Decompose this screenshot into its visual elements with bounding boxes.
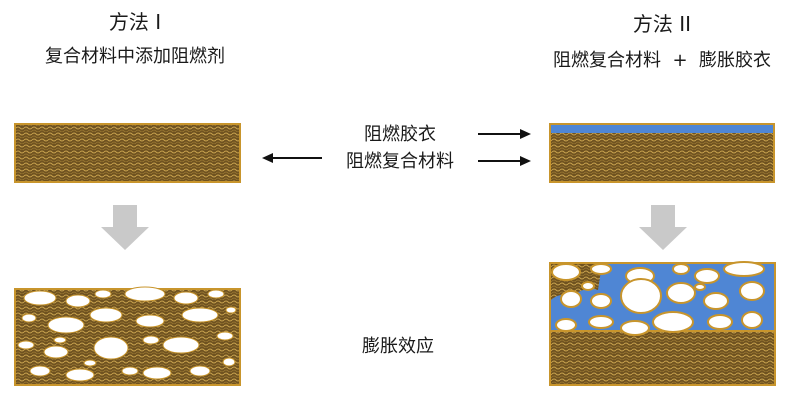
method1-expanded-panel (14, 286, 241, 386)
arrow-head (520, 129, 531, 139)
arrow-head (520, 156, 531, 166)
bubble (590, 263, 612, 275)
down-arrow-method1 (101, 205, 149, 250)
bubble (89, 307, 123, 323)
bubble (189, 365, 211, 377)
bubble (83, 359, 97, 367)
bubble (707, 314, 733, 330)
bubble (207, 289, 225, 299)
method2-expanded-panel (549, 261, 776, 386)
method1-composite-panel (14, 123, 241, 183)
down-arrow-shaft (651, 205, 675, 227)
arrow-right-composite (478, 156, 531, 166)
intumescent-effect-label: 膨胀效应 (362, 336, 434, 357)
bubble (672, 263, 690, 275)
method1-title: 方法 I (109, 10, 161, 34)
bubble (620, 320, 650, 336)
bubble (560, 290, 582, 308)
method2-title: 方法 II (633, 12, 691, 36)
method2-expanded-composite (549, 329, 776, 386)
bubble (551, 263, 581, 281)
bubble (588, 315, 614, 329)
bubble (694, 268, 720, 284)
bubble (741, 311, 763, 329)
bubble (17, 340, 35, 350)
bubble (225, 306, 237, 314)
arrow-right-gelcoat (478, 129, 531, 139)
bubble (142, 335, 160, 345)
bubble (135, 314, 165, 328)
bubble (65, 294, 91, 308)
bubble (142, 366, 172, 380)
method2-bubbles (551, 261, 765, 336)
method2-composite-panel (549, 123, 775, 183)
bubble (620, 278, 662, 314)
bubble (216, 331, 234, 341)
method2-subtitle: 阻燃复合材料 + 膨胀胶衣 (553, 50, 771, 71)
bubble (590, 293, 612, 309)
bubble (173, 291, 199, 305)
arrow-head (262, 153, 273, 163)
down-arrow-head (101, 227, 149, 250)
bubble (703, 292, 729, 310)
bubble (124, 286, 166, 302)
bubble (222, 357, 236, 367)
bubble (162, 336, 200, 354)
down-arrow-method2 (639, 205, 687, 250)
method2-gelcoat-layer (551, 125, 773, 133)
bubble (65, 368, 95, 382)
bubble (181, 307, 219, 323)
composite-label: 阻燃复合材料 (346, 151, 454, 172)
bubble (47, 316, 85, 334)
bubble (739, 281, 765, 301)
down-arrow-shaft (113, 205, 137, 227)
bubble (94, 289, 112, 299)
bubble (581, 281, 595, 291)
arrow-left-to-method1 (262, 153, 322, 163)
bubble (53, 336, 67, 344)
bubble (23, 290, 57, 306)
method2-panel (549, 123, 775, 183)
down-arrow-head (639, 227, 687, 250)
bubble (21, 313, 37, 323)
bubble (652, 311, 694, 333)
bubble (29, 365, 51, 377)
gelcoat-label: 阻燃胶衣 (364, 124, 436, 145)
bubble (666, 282, 696, 304)
bubble (723, 261, 765, 277)
bubble (121, 366, 139, 376)
bubble (43, 345, 69, 359)
bubble (694, 283, 706, 291)
method1-bubbles (17, 286, 237, 382)
method1-subtitle: 复合材料中添加阻燃剂 (45, 46, 225, 67)
bubble (555, 318, 577, 332)
bubble (93, 336, 129, 360)
